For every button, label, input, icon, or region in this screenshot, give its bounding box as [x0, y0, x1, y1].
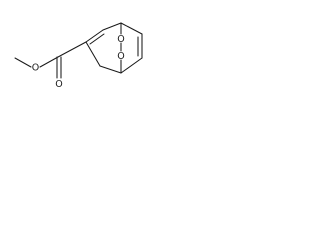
bond-c1-c2 — [85, 41, 101, 67]
bond-methyl-o — [14, 57, 32, 68]
bond-c2-c3-double-inner — [89, 33, 105, 45]
bond-c3-bridgehead-top — [102, 22, 122, 31]
bond-c2-c3-double-outer — [85, 29, 104, 43]
atom-label-peroxide-oxygen-upper: O — [117, 34, 124, 45]
atom-label-peroxide-oxygen-lower: O — [117, 51, 124, 62]
bond-bridgehead-bottom-c1 — [99, 65, 122, 74]
atom-label-ester-oxygen: O — [32, 63, 39, 74]
bond-bridgehead-top-c4 — [120, 22, 143, 35]
bond-c5-bridgehead-bottom — [120, 57, 143, 74]
atom-label-carbonyl-oxygen: O — [55, 79, 62, 90]
bond-carbonyl-c-ring — [57, 41, 87, 58]
bond-o-carbonyl-c — [39, 56, 59, 68]
chemical-structure: O O O O — [14, 22, 143, 90]
